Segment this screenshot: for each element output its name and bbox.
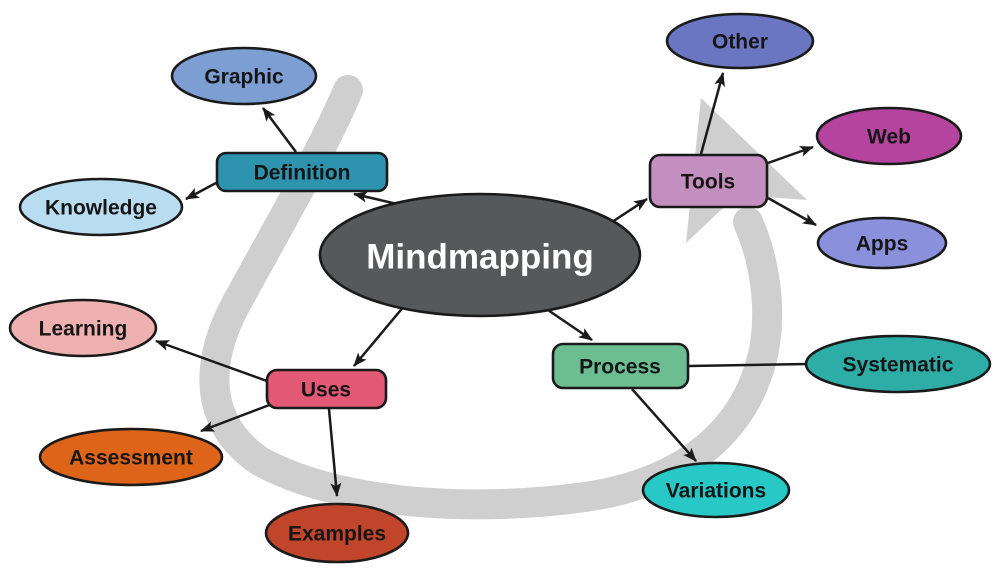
node-graphic[interactable]: Graphic: [170, 46, 318, 106]
node-graphic-label: Graphic: [204, 66, 284, 89]
node-knowledge-label: Knowledge: [45, 197, 157, 220]
edge-tools-web: [767, 145, 814, 165]
node-definition[interactable]: Definition: [215, 151, 389, 193]
node-web-label: Web: [867, 126, 911, 149]
node-uses-label: Uses: [301, 379, 351, 402]
edge-mindmapping-uses: [353, 298, 411, 367]
node-apps-label: Apps: [856, 233, 909, 256]
edge-definition-knowledge: [185, 181, 217, 201]
edge-uses-learning: [155, 339, 268, 383]
node-learning-label: Learning: [39, 318, 128, 341]
edge-mindmapping-process: [544, 306, 593, 342]
node-uses[interactable]: Uses: [265, 368, 388, 410]
node-tools-label: Tools: [681, 171, 735, 194]
node-web[interactable]: Web: [815, 106, 963, 166]
edges: [155, 72, 817, 497]
node-tools[interactable]: Tools: [648, 153, 769, 209]
node-variations[interactable]: Variations: [641, 461, 791, 519]
node-learning[interactable]: Learning: [8, 298, 158, 358]
node-mindmapping-label: Mindmapping: [366, 238, 593, 277]
node-process-label: Process: [579, 356, 661, 379]
node-mindmapping[interactable]: Mindmapping: [318, 192, 642, 318]
node-systematic-label: Systematic: [843, 354, 954, 377]
node-examples-label: Examples: [288, 523, 386, 546]
node-process[interactable]: Process: [551, 342, 690, 390]
node-knowledge[interactable]: Knowledge: [18, 177, 184, 237]
node-systematic[interactable]: Systematic: [804, 334, 992, 394]
edge-process-variations: [631, 388, 697, 462]
swoosh-curve: [199, 75, 783, 520]
edge-process-systematic: [688, 362, 809, 368]
edge-mindmapping-tools: [611, 197, 648, 224]
node-apps[interactable]: Apps: [816, 216, 948, 270]
node-definition-label: Definition: [254, 162, 351, 185]
node-assessment-label: Assessment: [69, 447, 193, 470]
edge-uses-examples: [327, 408, 342, 497]
edge-tools-other: [699, 72, 725, 155]
edge-uses-assessment: [200, 402, 273, 433]
node-other[interactable]: Other: [665, 12, 815, 70]
node-examples[interactable]: Examples: [264, 502, 410, 564]
node-other-label: Other: [712, 31, 768, 54]
edge-tools-apps: [767, 196, 817, 227]
edge-definition-graphic: [262, 107, 297, 153]
node-variations-label: Variations: [666, 480, 766, 503]
node-assessment[interactable]: Assessment: [38, 427, 224, 487]
